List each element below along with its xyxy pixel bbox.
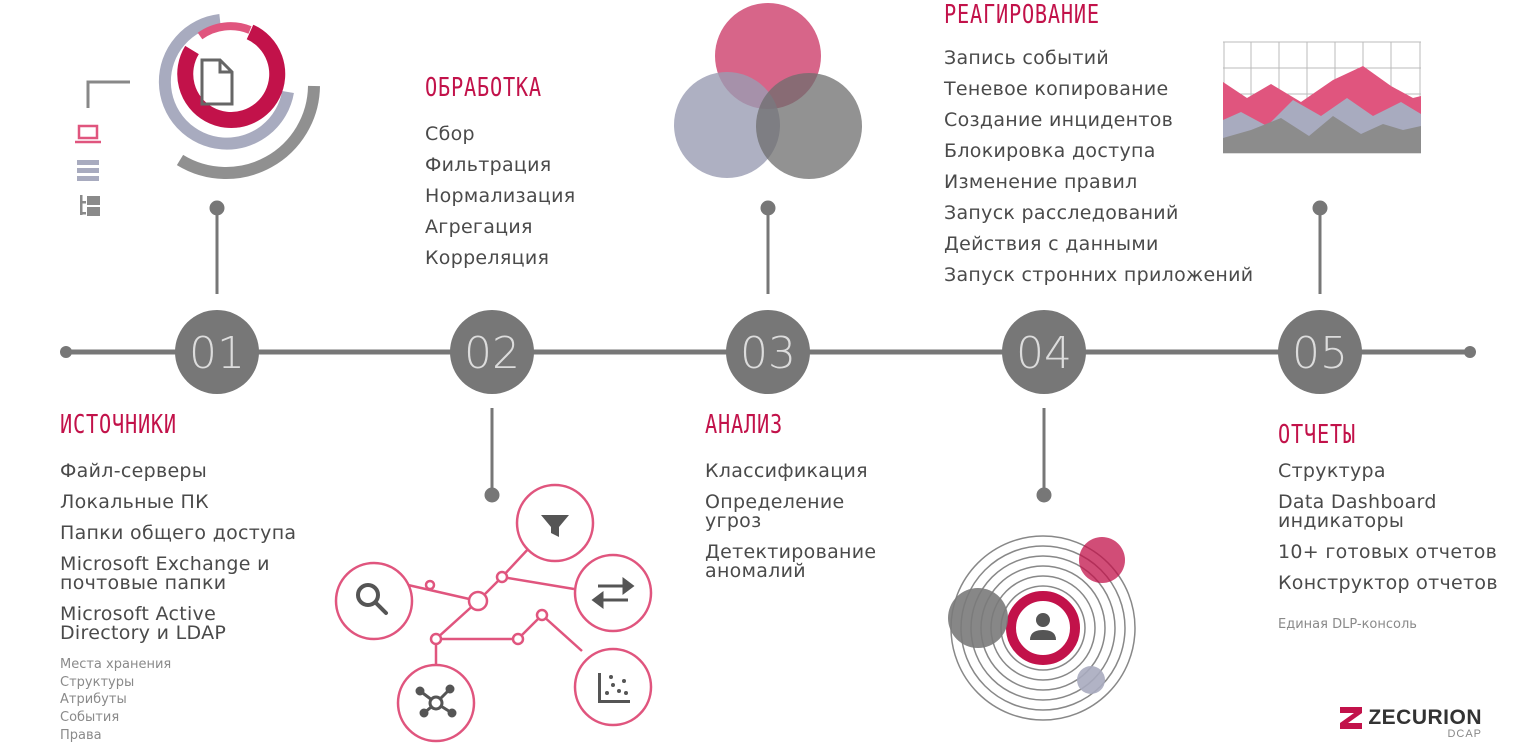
logo-sub: DCAP xyxy=(1447,728,1482,740)
logo: ZECURION DCAP xyxy=(1340,706,1482,740)
list-item: Фильтрация xyxy=(425,154,552,176)
scatter-plot-icon xyxy=(598,673,630,703)
timeline-end-dot xyxy=(1464,346,1476,358)
user-icon xyxy=(1030,613,1056,640)
list-item: Блокировка доступа xyxy=(944,140,1156,162)
filter-icon xyxy=(541,515,569,537)
list-item: Локальные ПК xyxy=(60,491,209,513)
list-item: Папки общего доступа xyxy=(60,522,297,544)
step-title-01: ИСТОЧНИКИ xyxy=(60,410,177,440)
step-items-04: Запись событий Теневое копирование Созда… xyxy=(944,49,1253,297)
list-item: Запуск расследований xyxy=(944,202,1179,224)
response-target xyxy=(948,535,1136,721)
logo-mark-icon xyxy=(1340,707,1363,729)
list-item: Запуск стронних приложений xyxy=(944,264,1254,286)
list-item: Нормализация xyxy=(425,185,576,207)
step-title-05: ОТЧЕТЫ xyxy=(1278,420,1356,450)
step-number-02: 02 xyxy=(464,328,520,379)
list-item: Конструктор отчетов xyxy=(1278,572,1498,594)
sources-graphic xyxy=(75,14,320,216)
list-item: 10+ готовых отчетов xyxy=(1278,541,1498,563)
list-item: Агрегация xyxy=(425,216,533,238)
step-note-05: Единая DLP-консоль xyxy=(1278,617,1417,632)
list-item: Создание инцидентов xyxy=(944,109,1174,131)
step-number-05: 05 xyxy=(1292,328,1348,379)
timeline-start-dot xyxy=(60,346,72,358)
step-title-03: АНАЛИЗ xyxy=(705,410,783,440)
list-item: Структуры xyxy=(60,674,135,690)
search-icon xyxy=(356,583,388,615)
step-number-01: 01 xyxy=(189,328,245,379)
list-item: Места хранения xyxy=(60,657,172,672)
step-title-04: РЕАГИРОВАНИЕ xyxy=(944,0,1100,30)
list-item: Запись событий xyxy=(944,47,1110,69)
server-icon xyxy=(77,160,99,181)
reports-chart xyxy=(1223,41,1421,154)
swap-arrows-icon xyxy=(591,577,635,609)
list-item: Корреляция xyxy=(425,247,550,269)
step-circle-04: 04 xyxy=(1002,310,1086,394)
step-circle-01: 01 xyxy=(175,310,259,394)
list-item: Структура xyxy=(1278,460,1386,482)
step-details-01: Места хранения Структуры Атрибуты Событи… xyxy=(60,656,171,745)
document-icon xyxy=(200,58,234,106)
laptop-icon xyxy=(75,124,101,144)
folder-tree-icon xyxy=(80,195,100,216)
list-item: Права xyxy=(60,727,102,743)
list-item: Классификация xyxy=(705,460,868,482)
network-icon xyxy=(415,684,457,718)
step-title-02: ОБРАБОТКА xyxy=(425,73,542,103)
step-circle-03: 03 xyxy=(726,310,810,394)
list-item: Теневое копирование xyxy=(944,78,1169,100)
step-items-01: Файл-серверы Локальные ПК Папки общего д… xyxy=(60,462,296,655)
step-items-02: Сбор Фильтрация Нормализация Агрегация К… xyxy=(425,125,576,280)
list-item: Атрибуты xyxy=(60,692,127,708)
step-circle-05: 05 xyxy=(1278,310,1362,394)
list-item: Изменение правил xyxy=(944,171,1138,193)
step-number-04: 04 xyxy=(1016,328,1072,379)
list-item: Файл-серверы xyxy=(60,460,208,482)
logo-name: ZECURION xyxy=(1368,706,1482,729)
step-circle-02: 02 xyxy=(450,310,534,394)
list-item: Сбор xyxy=(425,123,475,145)
list-item: События xyxy=(60,710,120,726)
analysis-venn xyxy=(674,3,862,179)
step-number-03: 03 xyxy=(740,328,796,379)
list-item: Действия с данными xyxy=(944,233,1159,255)
processing-graphic xyxy=(334,483,653,743)
